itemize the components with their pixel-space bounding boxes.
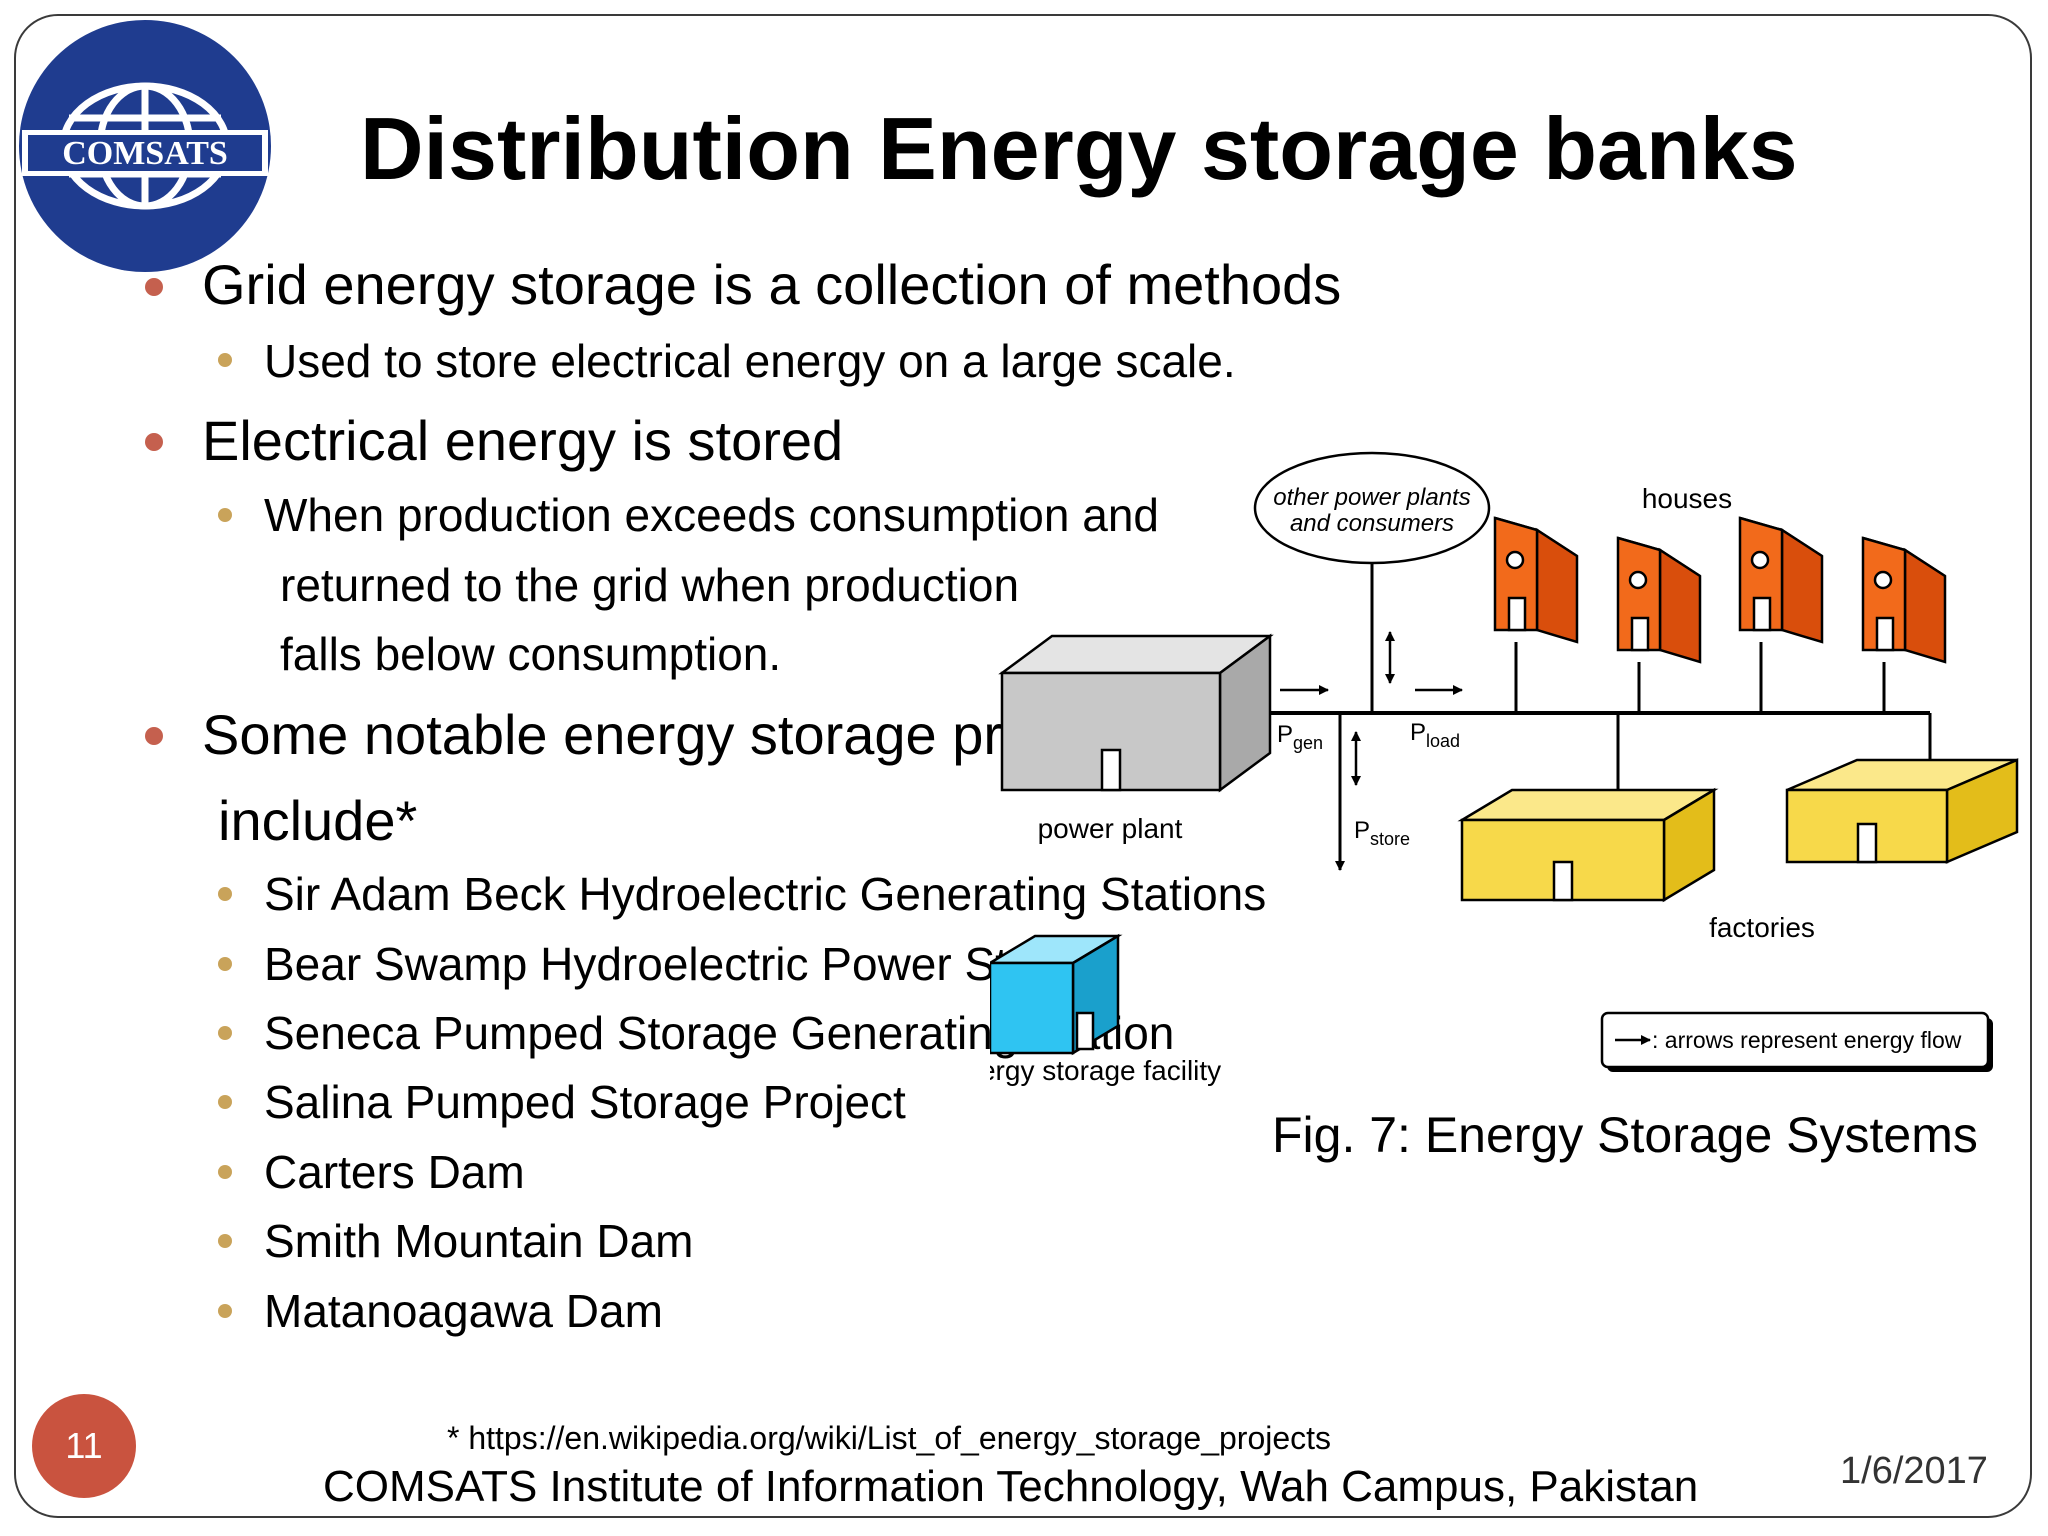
page-number-badge: 11 [32, 1394, 136, 1498]
sub-bullet-text: Carters Dam [264, 1146, 525, 1198]
house [1493, 516, 1579, 713]
sub-bullet-dot [218, 887, 232, 901]
logo-text: COMSATS [62, 135, 228, 172]
p-load-subscript: load [1426, 731, 1460, 751]
svg-text:Pload: Pload [1410, 719, 1460, 751]
sub-bullet-text: Matanoagawa Dam [264, 1285, 663, 1337]
legend-box: : arrows represent energy flow [1600, 1011, 1993, 1072]
slide-title: Distribution Energy storage banks [360, 99, 1798, 198]
power-plant-box [998, 633, 1274, 793]
other-plants-label-2: and consumers [1290, 510, 1454, 537]
footnote[interactable]: * https://en.wikipedia.org/wiki/List_of_… [447, 1420, 1332, 1456]
sub-bullet-dot [218, 1165, 232, 1179]
energy-storage-diagram: other power plants and consumers Pgen Pl… [990, 451, 2019, 1086]
factory [1785, 713, 2019, 864]
sub-bullet-text: falls below consumption. [280, 628, 782, 680]
sub-bullet-dot [218, 1304, 232, 1318]
houses-group [1493, 516, 1947, 713]
sub-bullet-text: Sir Adam Beck Hydroelectric Generating S… [264, 868, 1267, 920]
comsats-logo: COMSATS [19, 20, 271, 272]
svg-text:Pgen: Pgen [1277, 721, 1323, 753]
factory [1457, 713, 1719, 903]
sub-bullet-text: Salina Pumped Storage Project [264, 1076, 906, 1128]
bullet-dot [145, 278, 163, 296]
house [1738, 516, 1824, 713]
p-gen-subscript: gen [1293, 733, 1323, 753]
sub-bullet-dot [218, 508, 232, 522]
factories-group [1457, 713, 2019, 903]
svg-text:Pstore: Pstore [1354, 817, 1410, 849]
bullet-text: Grid energy storage is a collection of m… [202, 253, 1342, 316]
houses-label: houses [1642, 483, 1732, 514]
sub-bullet-dot [218, 1095, 232, 1109]
house [1616, 536, 1702, 713]
figure-caption: Fig. 7: Energy Storage Systems [1272, 1107, 1978, 1163]
p-gen-symbol: P [1277, 721, 1293, 748]
factories-label: factories [1709, 912, 1815, 943]
bullet-text: Electrical energy is stored [202, 409, 844, 472]
bullet-text: Some notable energy storage pr [202, 703, 1003, 766]
storage-facility-box [990, 933, 1123, 1056]
p-load-symbol: P [1410, 719, 1426, 746]
p-store-symbol: P [1354, 817, 1370, 844]
power-plant-label: power plant [1038, 813, 1183, 844]
sub-bullet-text: returned to the grid when production [280, 559, 1020, 611]
other-plants-label-1: other power plants [1273, 484, 1470, 511]
sub-bullet-dot [218, 957, 232, 971]
house [1861, 536, 1947, 713]
p-store-subscript: store [1370, 829, 1410, 849]
sub-bullet-text: Smith Mountain Dam [264, 1215, 694, 1267]
bullet-text-continued: include* [218, 789, 418, 852]
footer-text: COMSATS Institute of Information Technol… [323, 1462, 1699, 1511]
sub-bullet-text: Used to store electrical energy on a lar… [264, 335, 1236, 387]
storage-facility-label: energy storage facility [990, 1055, 1221, 1086]
slide-date: 1/6/2017 [1840, 1450, 1988, 1492]
sub-bullet-text: When production exceeds consumption and [264, 489, 1160, 541]
legend-text: : arrows represent energy flow [1652, 1027, 1962, 1053]
sub-bullet-dot [218, 1234, 232, 1248]
bullet-dot [145, 433, 163, 451]
sub-bullet-dot [218, 353, 232, 367]
sub-bullet-dot [218, 1026, 232, 1040]
sub-bullet-text: Bear Swamp Hydroelectric Power Station [264, 938, 1108, 990]
bullet-dot [145, 727, 163, 745]
